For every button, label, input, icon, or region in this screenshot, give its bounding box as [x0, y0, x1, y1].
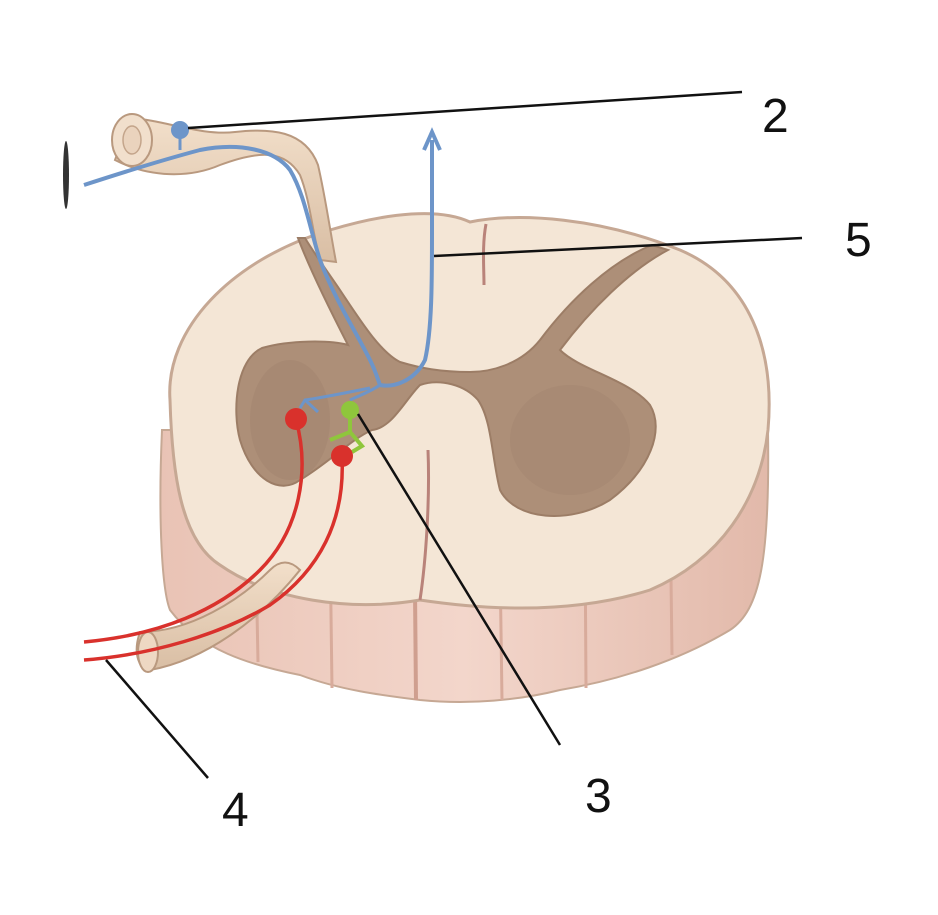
motor-neurons	[83, 408, 353, 662]
label-2: 2	[762, 90, 789, 143]
label-5: 5	[845, 214, 872, 267]
leader-line-5	[433, 236, 803, 258]
interneuron-cell-body	[341, 401, 359, 419]
motor-cell-body-2	[331, 445, 353, 467]
interneuron	[329, 401, 366, 454]
leader-lines	[105, 90, 803, 779]
label-4: 4	[222, 784, 249, 837]
label-3: 3	[585, 770, 612, 823]
motor-cell-body-1	[285, 408, 307, 430]
ascending-arrow-icon	[422, 127, 442, 151]
scan-mark	[63, 141, 69, 209]
leader-line-3	[356, 413, 562, 746]
leader-line-4	[105, 659, 209, 779]
dorsal-root	[111, 113, 338, 264]
leader-line-2	[187, 90, 743, 130]
sensory-neuron	[83, 121, 442, 414]
sensory-cell-body	[171, 121, 189, 139]
